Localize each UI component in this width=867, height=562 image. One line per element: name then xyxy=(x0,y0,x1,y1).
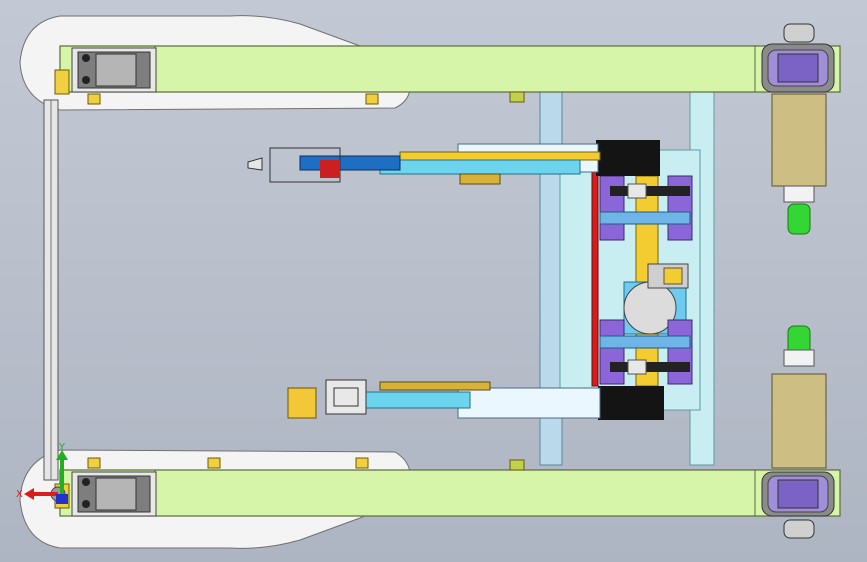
linkage-lower xyxy=(599,319,693,385)
upper-actuator xyxy=(247,140,660,185)
triad-y-label: Y xyxy=(58,442,66,453)
rail-fasteners xyxy=(54,69,525,509)
coordinate-triad: X Y xyxy=(16,442,68,504)
bottom-rail xyxy=(59,469,841,517)
front-wheel-bottom xyxy=(761,325,835,539)
lower-actuator xyxy=(287,379,664,420)
top-rail xyxy=(59,45,841,93)
left-side-rod xyxy=(43,99,59,481)
front-wheel-top xyxy=(761,23,835,235)
triad-x-label: X xyxy=(16,489,23,500)
rear-wheel-bottom xyxy=(71,471,157,517)
rear-wheel-top xyxy=(71,47,157,93)
linkage-upper xyxy=(599,175,693,241)
red-mount-plate xyxy=(591,171,599,387)
